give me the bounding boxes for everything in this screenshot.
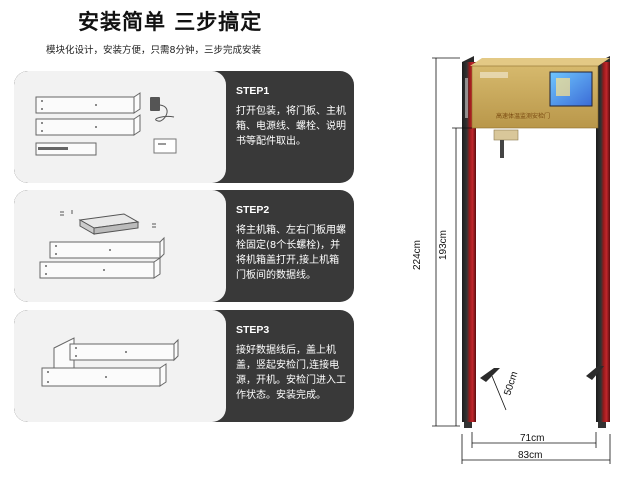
- step-card-2: STEP2 将主机箱、左右门板用螺栓固定(8个长螺栓)，并将机箱盖打开,接上机箱…: [14, 190, 354, 302]
- step-card-3: STEP3 接好数据线后，盖上机盖，竖起安检门,连接电源，开机。安检门进入工作状…: [14, 310, 354, 422]
- control-box: 高速体温监测安检门: [470, 58, 610, 129]
- total-height-label: 224cm: [412, 240, 423, 270]
- step-card-1: STEP1 打开包装，将门板、主机箱、电源线、螺栓、说明书等配件取出。: [14, 71, 354, 183]
- step1-label: STEP1: [236, 85, 270, 97]
- metal-detector-gate-diagram: 高速体温监测安检门 224cm 193cm 50cm 71cm 83cm: [412, 56, 611, 464]
- step1-description: 打开包装，将门板、主机箱、电源线、螺栓、说明书等配件取出。: [236, 106, 346, 147]
- depth-label: 50cm: [502, 370, 520, 397]
- step2-illustration: [14, 190, 226, 302]
- step1-illustration: [14, 71, 226, 183]
- page-subtitle: 模块化设计，安装方便，只需8分钟，三步完成安装: [46, 45, 262, 56]
- step2-description: 将主机箱、左右门板用螺栓固定(8个长螺栓)，并将机箱盖打开,接上机箱门板间的数据…: [236, 225, 346, 281]
- right-door-panel: [596, 56, 610, 428]
- display-text: 高速体温监测安检门: [496, 112, 550, 120]
- page-title: 安装简单 三步搞定: [78, 10, 263, 34]
- temperature-probe: [493, 129, 519, 158]
- step3-description: 接好数据线后，盖上机盖，竖起安检门,连接电源，开机。安检门进入工作状态。安装完成…: [236, 345, 346, 401]
- outer-width-label: 83cm: [518, 450, 542, 461]
- inner-width-label: 71cm: [520, 433, 544, 444]
- step2-label: STEP2: [236, 204, 270, 216]
- passage-height-label: 193cm: [438, 230, 449, 260]
- step3-label: STEP3: [236, 324, 270, 336]
- left-door-panel: [462, 56, 476, 428]
- step3-illustration: [14, 310, 226, 422]
